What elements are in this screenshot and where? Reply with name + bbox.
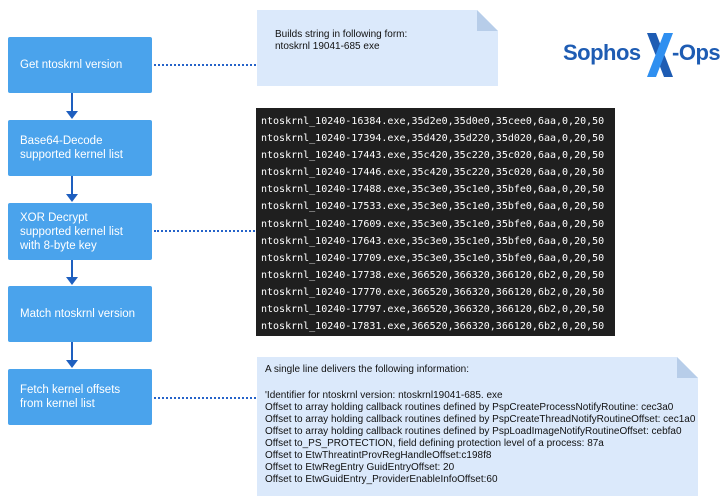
step-base64-decode: Base64-Decode supported kernel list [8,120,152,176]
step-xor-decrypt: XOR Decrypt supported kernel list with 8… [8,203,152,260]
logo-text-sophos: Sophos [563,40,641,65]
connector-dotted [154,230,255,232]
note-line: 'Identifier for ntoskrnl version: ntoskr… [265,390,503,401]
note-line: Offset to array holding callback routine… [265,414,696,425]
step-get-ntoskrnl-version: Get ntoskrnl version [8,37,152,93]
flow-arrow [66,93,78,119]
kernel-list-row: ntoskrnl_10240-17709.exe,35c3e0,35c1e0,3… [261,252,605,264]
sophos-x-ops-logo: Sophos -Ops [563,33,723,79]
kernel-list-row: ntoskrnl_10240-17738.exe,366520,366320,3… [261,269,605,281]
note-line: Offset to array holding callback routine… [265,426,682,437]
logo-text-ops: -Ops [672,40,721,65]
kernel-list-row: ntoskrnl_10240-16384.exe,35d2e0,35d0e0,3… [261,116,605,127]
kernel-list-row: ntoskrnl_10240-17643.exe,35c3e0,35c1e0,3… [261,235,605,247]
logo-x-mark [647,33,673,77]
kernel-list-row: ntoskrnl_10240-17831.exe,366520,366320,3… [261,321,605,333]
note-line-information: A single line delivers the following inf… [257,357,698,496]
step-text: XOR Decrypt supported kernel list with 8… [20,211,123,252]
note-fold-corner [477,10,498,31]
note-fold-corner [677,357,698,378]
kernel-list-row: ntoskrnl_10240-17533.exe,35c3e0,35c1e0,3… [261,201,605,213]
flow-arrow [66,342,78,368]
note-version-format: Builds string in following form: ntoskrn… [257,10,498,86]
connector-dotted [154,64,256,66]
kernel-list-row: ntoskrnl_10240-17797.exe,366520,366320,3… [261,304,605,316]
step-fetch-kernel-offsets: Fetch kernel offsets from kernel list [8,369,152,425]
step-text: Get ntoskrnl version [20,59,123,71]
kernel-list-row: ntoskrnl_10240-17609.exe,35c3e0,35c1e0,3… [261,218,605,230]
kernel-list-panel: ntoskrnl_10240-16384.exe,35d2e0,35d0e0,3… [256,108,615,366]
step-text: Fetch kernel offsets from kernel list [20,384,121,410]
connector-dotted [154,397,256,399]
note-line: Offset to EtwRegEntry GuidEntryOffset: 2… [265,462,455,473]
kernel-list-row: ntoskrnl_10240-17861.exe,3664e0,3662e0,3… [261,338,605,350]
note-line: Offset to EtwGuidEntry_ProviderEnableInf… [265,474,498,485]
flow-arrow [66,176,78,202]
note-line: Offset to array holding callback routine… [265,402,674,413]
note-line: Offset to_PS_PROTECTION, field defining … [265,438,604,449]
step-match-ntoskrnl-version: Match ntoskrnl version [8,286,152,342]
kernel-list-row: ntoskrnl_10240-17770.exe,366520,366320,3… [261,286,605,298]
step-text: Base64-Decode supported kernel list [20,135,123,161]
kernel-list-row: ntoskrnl_10240-17443.exe,35c420,35c220,3… [261,150,605,162]
note-line: ntoskrnl 19041-685 exe [275,41,380,52]
note-line: Offset to EtwThreatintProvRegHandleOffse… [265,450,492,461]
step-text: Match ntoskrnl version [20,308,136,320]
kernel-list-row: ntoskrnl_10240-17488.exe,35c3e0,35c1e0,3… [261,184,605,196]
kernel-list-row: ntoskrnl_10240-17394.exe,35d420,35d220,3… [261,133,605,145]
flow-arrow [66,260,78,285]
note-heading: A single line delivers the following inf… [265,364,469,375]
kernel-list-row: ntoskrnl_10240-17446.exe,35c420,35c220,3… [261,167,605,179]
note-line: Builds string in following form: [275,29,408,40]
